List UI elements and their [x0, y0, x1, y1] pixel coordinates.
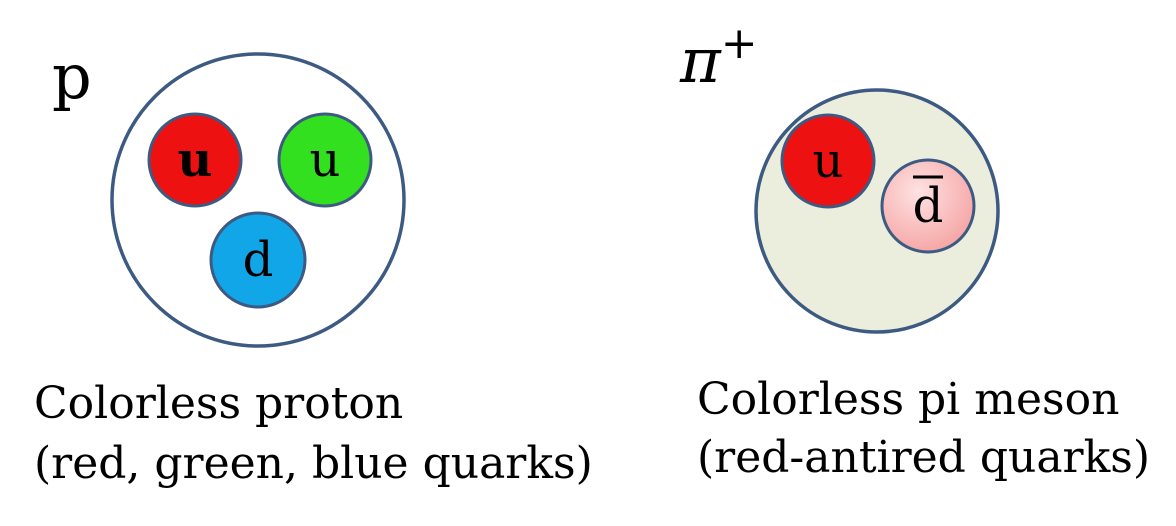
proton-caption-line2: (red, green, blue quarks) — [34, 438, 593, 489]
quark-label: u — [310, 132, 341, 188]
pion-caption-line1: Colorless pi meson — [697, 374, 1119, 425]
pion-caption-line2: (red-antired quarks) — [697, 432, 1150, 483]
proton-symbol: p — [52, 40, 92, 113]
quark-label: d — [243, 232, 274, 288]
proton-caption-line1: Colorless proton — [34, 378, 403, 429]
quark-circle — [780, 113, 876, 209]
proton-quark-up-red: u — [147, 112, 243, 208]
pion-group: π+ u d Colorless pi meson (red-antired q… — [679, 18, 1150, 483]
proton-group: p u u d Colorless proton (red, green, bl… — [34, 40, 593, 489]
quark-circle — [277, 112, 373, 208]
quark-label: d — [913, 178, 944, 234]
quark-label: u — [178, 132, 213, 188]
quark-circle — [880, 158, 976, 254]
proton-quark-down-blue: d — [209, 211, 307, 309]
quark-circle — [209, 211, 307, 309]
pion-antiquark-down-antired: d — [880, 158, 976, 254]
proton-quark-up-green: u — [277, 112, 373, 208]
pion-symbol: π+ — [679, 18, 758, 97]
quark-label: u — [813, 133, 844, 189]
pion-charge: + — [721, 18, 758, 69]
quark-circle — [147, 112, 243, 208]
pion-quark-up-red: u — [780, 113, 876, 209]
